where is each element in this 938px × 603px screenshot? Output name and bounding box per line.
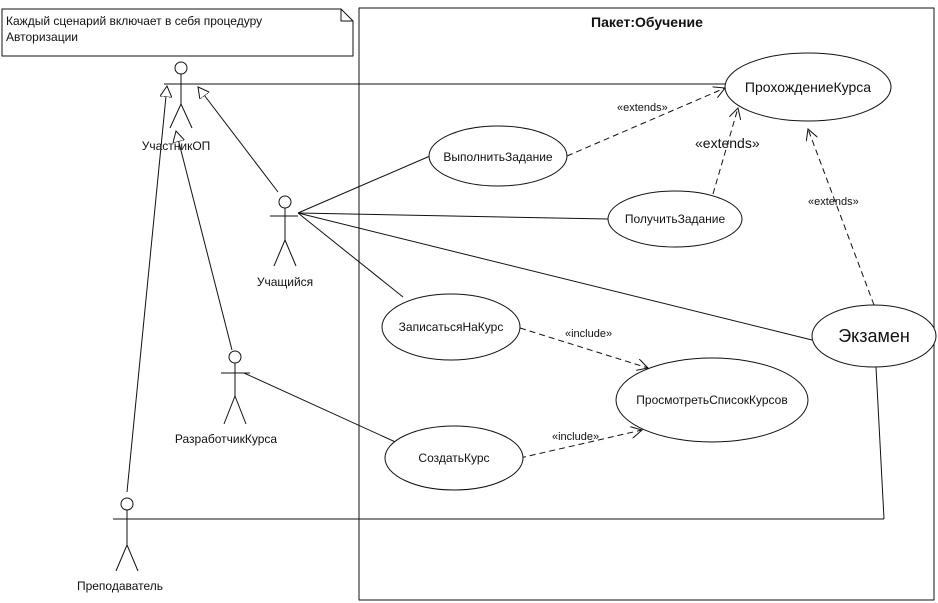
use-case-exam-shape[interactable] bbox=[811, 304, 937, 368]
actor-student-label: Учащийся bbox=[257, 275, 313, 289]
include-enroll-view-list bbox=[519, 327, 648, 368]
association-exam-bottom bbox=[875, 366, 885, 520]
include-create-view-list bbox=[519, 430, 642, 459]
extends-exam-course bbox=[808, 129, 875, 306]
association-developer-create bbox=[243, 372, 403, 446]
use-case-do-task-label: ВыполнитьЗадание bbox=[443, 150, 553, 164]
use-case-do-task-shape[interactable] bbox=[428, 125, 568, 187]
extends-label-3: «extends» bbox=[808, 196, 859, 208]
actor-participant-label: УчастникОП bbox=[142, 139, 211, 153]
actor-teacher-icon[interactable] bbox=[113, 497, 142, 572]
use-case-enroll-label: ЗаписатьсяНаКурс bbox=[399, 320, 504, 334]
use-case-get-task-shape[interactable] bbox=[607, 190, 743, 248]
association-student-exam bbox=[297, 212, 813, 341]
association-student-do-task bbox=[297, 155, 431, 214]
extends-label-1: «extends» bbox=[617, 102, 668, 114]
use-case-get-task-label: ПолучитьЗадание bbox=[625, 212, 726, 226]
extends-get-task-course bbox=[712, 108, 738, 195]
note-shape bbox=[1, 8, 354, 57]
use-case-view-list-label: ПросмотретьСписокКурсов bbox=[636, 393, 787, 407]
association-student-get-task bbox=[297, 212, 609, 220]
use-case-course-label: ПрохождениеКурса bbox=[745, 79, 871, 95]
include-label-1: «include» bbox=[565, 328, 612, 340]
generalization-teacher-to-participant bbox=[126, 86, 167, 493]
note-text-line-2: Авторизации bbox=[6, 30, 78, 44]
package-frame bbox=[358, 7, 935, 601]
note-fold bbox=[340, 9, 353, 22]
extends-label-2: «extends» bbox=[695, 135, 760, 151]
package-title: Пакет:Обучение bbox=[591, 14, 703, 30]
actor-teacher-label: Преподаватель bbox=[77, 579, 163, 593]
actor-developer-icon[interactable] bbox=[221, 350, 250, 425]
use-case-view-list-shape[interactable] bbox=[615, 357, 809, 443]
generalization-student-to-participant bbox=[198, 87, 279, 193]
use-case-create-shape[interactable] bbox=[384, 425, 524, 491]
actor-developer-label: РазработчикКурса bbox=[175, 432, 278, 446]
generalization-developer-to-participant bbox=[176, 131, 233, 351]
use-case-exam-label: Экзамен bbox=[838, 326, 910, 346]
include-label-2: «include» bbox=[552, 431, 599, 443]
use-case-enroll-shape[interactable] bbox=[381, 293, 521, 361]
note-text-line-1: Каждый сценарий включает в себя процедур… bbox=[6, 14, 262, 28]
use-case-create-label: СоздатьКурс bbox=[418, 451, 489, 465]
extends-do-task-course bbox=[566, 88, 725, 157]
use-case-course-shape[interactable] bbox=[724, 52, 892, 122]
association-student-enroll bbox=[297, 212, 404, 298]
actor-student-icon[interactable] bbox=[270, 195, 298, 267]
actor-participant-icon[interactable] bbox=[164, 61, 198, 129]
